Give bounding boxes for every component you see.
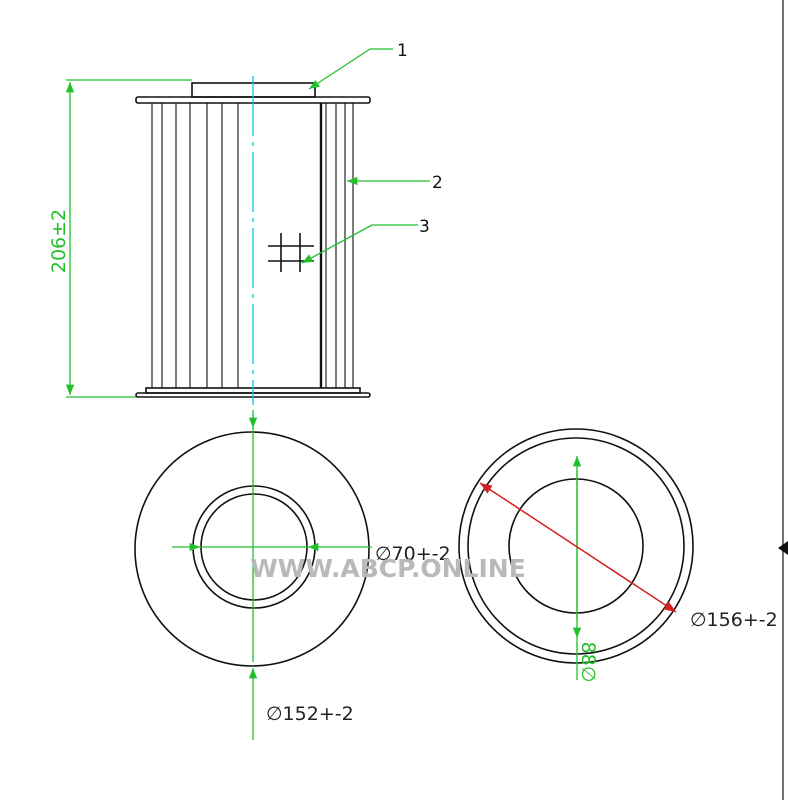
callout-3-label: 3 <box>419 217 430 237</box>
side-view: 206±2 1 2 3 <box>48 41 443 405</box>
callout-3: 3 <box>301 217 430 264</box>
inner-diameter-label: ∅70+-2 <box>375 543 451 565</box>
watermark: WWW.ABCP.ONLINE <box>250 554 526 583</box>
diameter-diagonal <box>479 482 677 613</box>
callout-2-label: 2 <box>432 173 443 193</box>
callout-1-label: 1 <box>397 41 408 61</box>
outer-diameter-label: ∅152+-2 <box>266 703 354 725</box>
outer-circle-right <box>458 428 694 664</box>
callout-2: 2 <box>347 173 443 193</box>
bottom-left-view: ∅70+-2 ∅152+-2 <box>134 410 451 740</box>
middle-circle-right <box>467 437 685 655</box>
height-dimension: 206±2 <box>48 79 192 398</box>
height-dimension-text: 206±2 <box>48 209 70 273</box>
inner-diameter-label-right: 88∅ <box>577 642 599 683</box>
callout-1: 1 <box>308 41 408 90</box>
hash-symbol <box>268 233 314 272</box>
bottom-right-view: 88∅ ∅156+-2 <box>458 428 788 683</box>
outer-circle <box>134 431 370 667</box>
outer-diameter-label-right: ∅156+-2 <box>690 609 778 631</box>
filter-pleats <box>151 103 354 388</box>
